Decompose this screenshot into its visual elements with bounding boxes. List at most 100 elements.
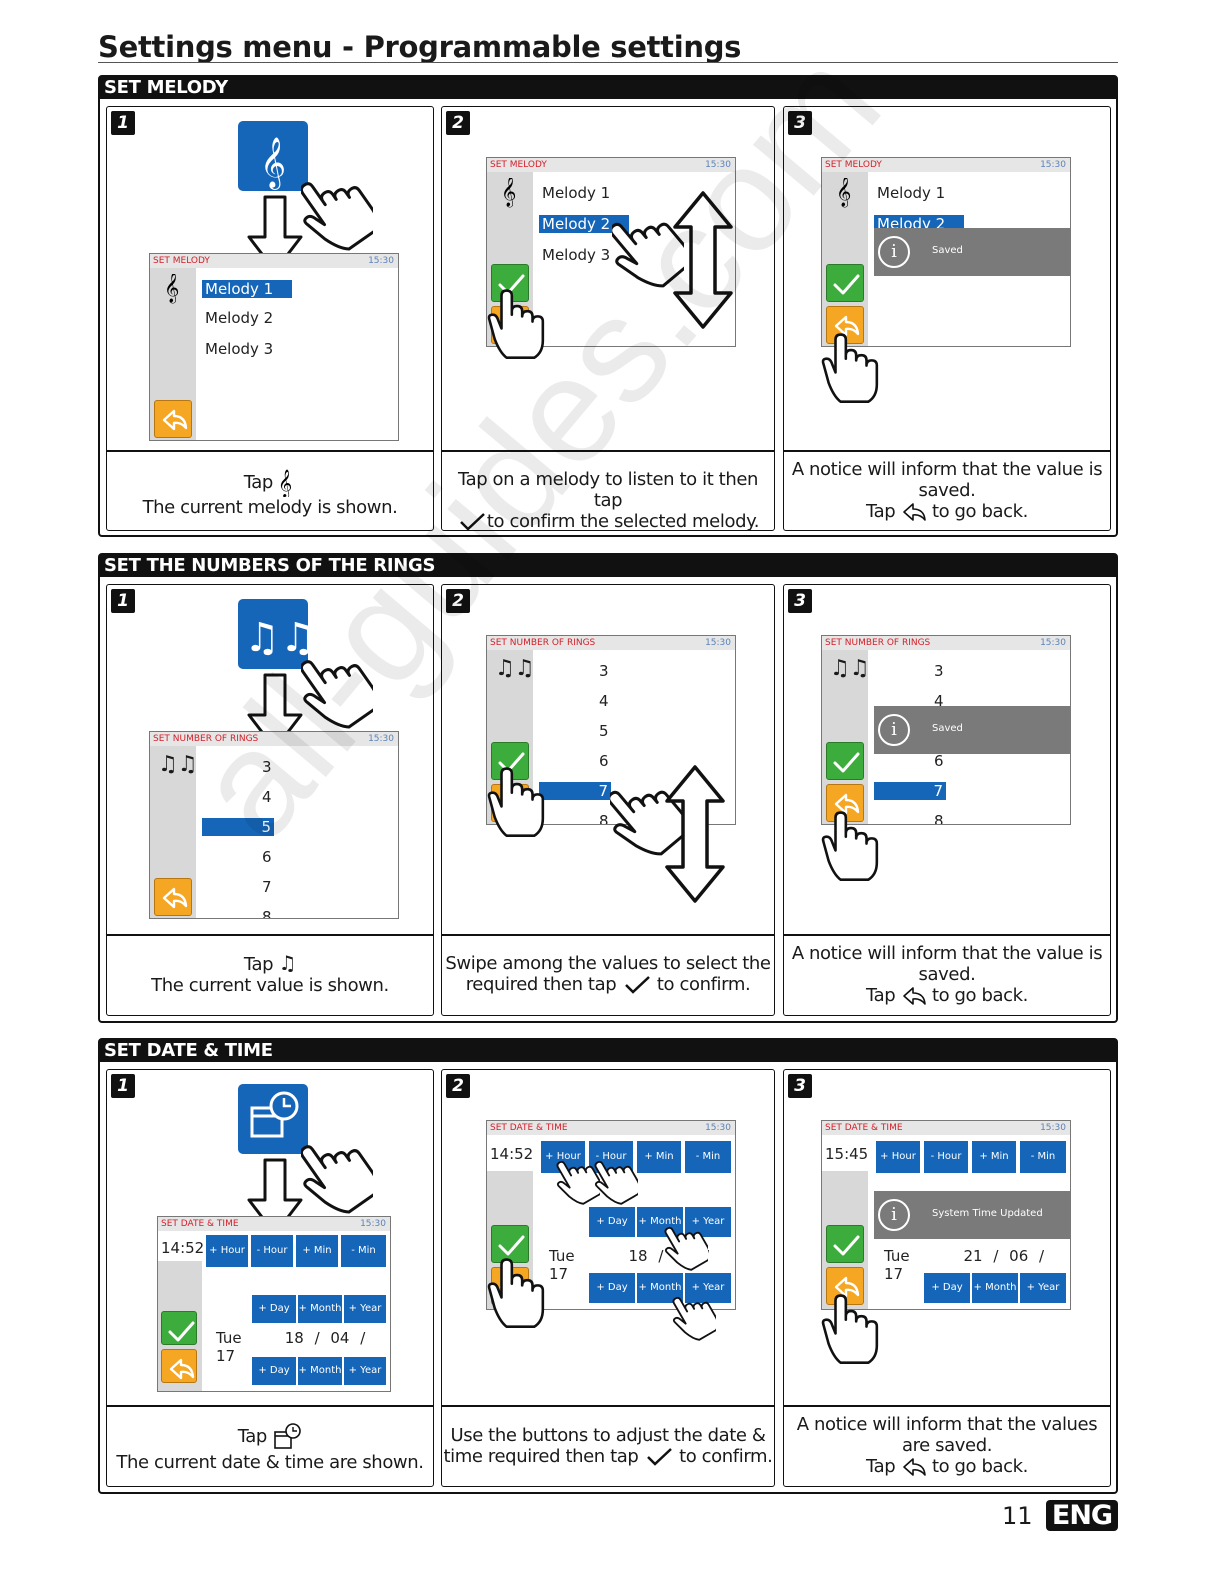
plus-year-button[interactable]: + Year xyxy=(344,1357,386,1385)
hand-tap-icon xyxy=(301,1132,373,1216)
ring-value[interactable]: 3 xyxy=(262,758,272,776)
clef-icon xyxy=(164,274,180,304)
swipe-arrow-icon xyxy=(665,765,725,903)
melody-item[interactable]: Melody 1 xyxy=(542,184,611,202)
screen-time: 15:30 xyxy=(368,734,394,744)
hand-tap-icon xyxy=(664,1220,708,1272)
plus-min-button[interactable]: + Min xyxy=(637,1141,681,1173)
plus-day-button[interactable]: + Day xyxy=(589,1207,635,1237)
minus-min-button[interactable]: - Min xyxy=(685,1141,731,1173)
page-title: Settings menu - Programmable settings xyxy=(98,30,742,64)
section-header: SET DATE & TIME xyxy=(100,1040,1116,1062)
ring-value[interactable]: 4 xyxy=(934,692,944,710)
datetime-app-icon xyxy=(238,1084,308,1154)
plus-day-button[interactable]: + Day xyxy=(924,1273,970,1303)
step-number: 3 xyxy=(788,111,812,135)
plus-month-button[interactable]: + Month xyxy=(298,1357,342,1385)
melody-item[interactable]: Melody 2 xyxy=(205,309,274,327)
ring-value[interactable]: 4 xyxy=(599,692,609,710)
plus-year-button[interactable]: + Year xyxy=(344,1295,386,1323)
notes-icon: ♫♫ xyxy=(495,656,535,681)
ring-value[interactable]: 8 xyxy=(262,908,272,919)
ring-value[interactable]: 6 xyxy=(934,752,944,770)
screen-title: SET DATE & TIME xyxy=(825,1123,903,1133)
plus-day-button[interactable]: + Day xyxy=(252,1357,296,1385)
melody-item[interactable]: Melody 1 xyxy=(877,184,946,202)
plus-year-button[interactable]: + Year xyxy=(1020,1273,1066,1303)
minus-min-button[interactable]: - Min xyxy=(341,1235,386,1267)
clef-icon xyxy=(836,178,852,208)
screen-time: 15:30 xyxy=(368,256,394,266)
melody-item-selected[interactable]: Melody 1 xyxy=(202,280,292,298)
plus-min-button[interactable]: + Min xyxy=(972,1141,1016,1173)
current-time: 14:52 xyxy=(490,1145,534,1163)
step-caption: Tap 𝄞 The current melody is shown. xyxy=(142,469,398,518)
hand-tap-icon xyxy=(487,289,545,360)
ring-value[interactable]: 3 xyxy=(599,662,609,680)
ring-value-selected[interactable]: 7 xyxy=(874,782,946,800)
screen-title: SET NUMBER OF RINGS xyxy=(153,734,259,744)
plus-year-button[interactable]: + Year xyxy=(685,1207,731,1237)
plus-day-button[interactable]: + Day xyxy=(589,1273,635,1303)
svg-text:𝄞: 𝄞 xyxy=(260,137,286,190)
plus-hour-button[interactable]: + Hour xyxy=(206,1235,248,1267)
ring-value[interactable]: 6 xyxy=(599,752,609,770)
ring-value[interactable]: 3 xyxy=(934,662,944,680)
screen-time: 15:30 xyxy=(1040,160,1066,170)
minus-hour-button[interactable]: - Hour xyxy=(924,1141,968,1173)
saved-notice: i Saved xyxy=(874,706,1070,754)
melody-item[interactable]: Melody 3 xyxy=(542,246,611,264)
plus-month-button[interactable]: + Month xyxy=(298,1295,342,1323)
ring-value-selected[interactable]: 5 xyxy=(202,818,274,836)
screen-time: 15:30 xyxy=(705,160,731,170)
plus-hour-button[interactable]: + Hour xyxy=(876,1141,920,1173)
hand-tap-icon xyxy=(301,169,373,253)
plus-month-button[interactable]: + Month xyxy=(637,1207,683,1237)
plus-month-button[interactable]: + Month xyxy=(972,1273,1018,1303)
svg-text:𝄞: 𝄞 xyxy=(278,469,292,497)
step-caption: A notice will inform that the values are… xyxy=(796,1414,1098,1477)
rings-app-icon: ♫♫ xyxy=(238,599,316,669)
confirm-button[interactable] xyxy=(161,1311,197,1345)
plus-year-button[interactable]: + Year xyxy=(685,1273,731,1303)
melody-item-selected[interactable]: Melody 2 xyxy=(539,215,629,233)
ring-value[interactable]: 4 xyxy=(262,788,272,806)
plus-day-button[interactable]: + Day xyxy=(252,1295,296,1323)
minus-min-button[interactable]: - Min xyxy=(1020,1141,1066,1173)
minus-hour-button[interactable]: - Hour xyxy=(251,1235,293,1267)
check-icon xyxy=(624,976,650,994)
back-icon xyxy=(902,987,926,1005)
ring-value-selected[interactable]: 7 xyxy=(539,782,611,800)
plus-min-button[interactable]: + Min xyxy=(296,1235,338,1267)
system-time-updated-notice: i System Time Updated xyxy=(874,1191,1070,1239)
melody-item[interactable]: Melody 3 xyxy=(205,340,274,358)
step-number: 3 xyxy=(788,589,812,613)
ring-value[interactable]: 7 xyxy=(262,878,272,896)
step-number: 1 xyxy=(111,1074,135,1098)
confirm-button[interactable] xyxy=(826,742,864,780)
confirm-button[interactable] xyxy=(826,264,864,302)
step-caption: Tap ♫ The current value is shown. xyxy=(151,951,389,997)
ring-value[interactable]: 8 xyxy=(599,812,609,825)
back-button[interactable] xyxy=(154,878,192,916)
back-button[interactable] xyxy=(161,1349,197,1383)
confirm-button[interactable] xyxy=(826,1225,864,1263)
back-button[interactable] xyxy=(154,400,192,438)
ring-value[interactable]: 6 xyxy=(262,848,272,866)
notes-icon: ♫♫ xyxy=(830,656,870,681)
step-caption: Use the buttons to adjust the date & tim… xyxy=(443,1425,773,1467)
ring-value[interactable]: 8 xyxy=(934,812,944,825)
info-icon: i xyxy=(878,1199,910,1231)
saved-notice: i Saved xyxy=(874,228,1070,276)
screen-time: 15:30 xyxy=(1040,638,1066,648)
info-icon: i xyxy=(878,236,910,268)
ring-value[interactable]: 5 xyxy=(599,722,609,740)
step-number: 1 xyxy=(111,111,135,135)
melody-item-selected[interactable]: Melody 2 xyxy=(874,215,964,229)
